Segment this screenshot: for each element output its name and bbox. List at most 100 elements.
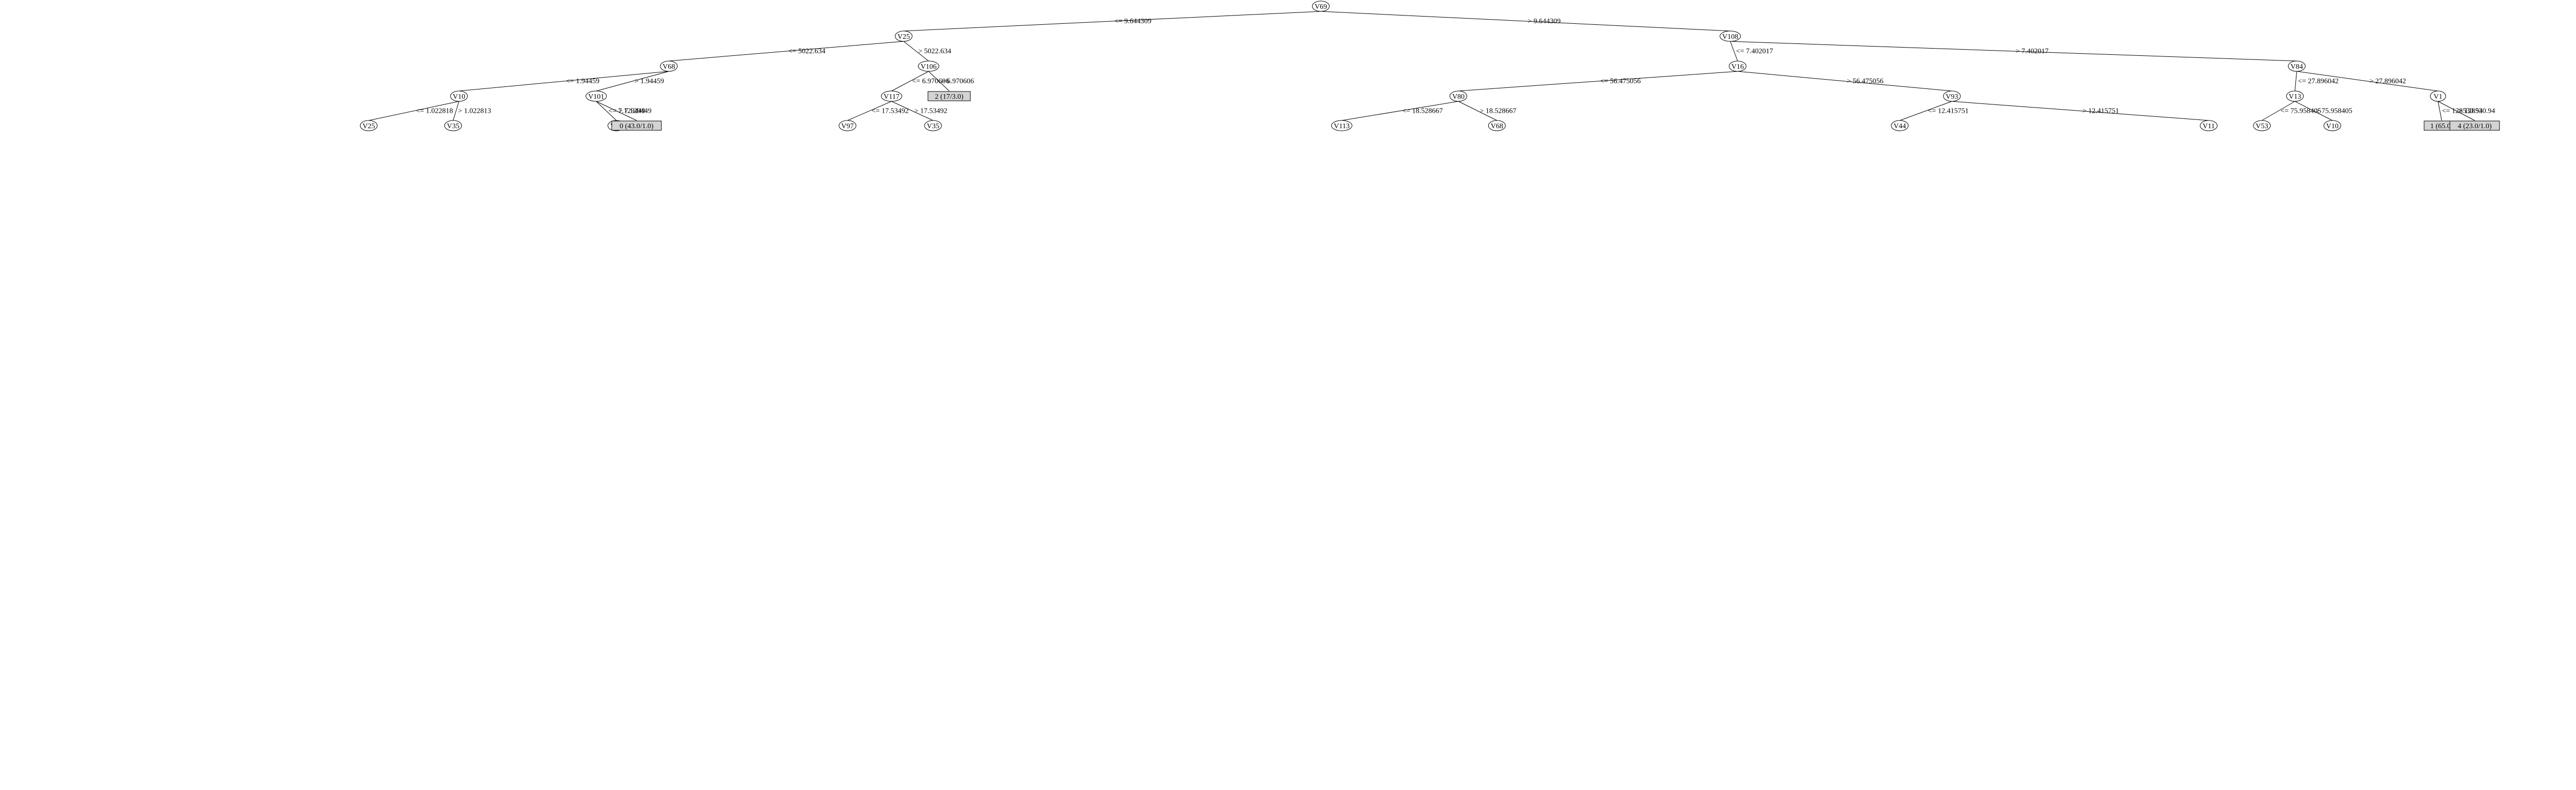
tree-edge <box>1900 101 1952 121</box>
edge-label: > 1.94459 <box>635 78 664 85</box>
tree-edge <box>596 71 669 92</box>
split-node: V108 <box>1719 31 1741 42</box>
node-label: V108 <box>1722 33 1738 41</box>
split-node: V10 <box>450 90 468 102</box>
split-ellipse <box>2323 120 2341 131</box>
split-ellipse <box>444 120 462 131</box>
split-ellipse <box>2430 90 2446 102</box>
split-ellipse <box>918 60 939 72</box>
split-node: V25 <box>360 120 378 131</box>
node-label: 4 (23.0/1.0) <box>2458 123 2492 130</box>
split-node: V68 <box>1488 120 1506 131</box>
edge-label: <= 27.896042 <box>2298 78 2339 85</box>
split-ellipse <box>1488 120 1506 131</box>
split-node: V35 <box>924 120 942 131</box>
edge-label: > 56.475056 <box>1847 78 1884 85</box>
edge-label: > 6.970606 <box>941 78 974 85</box>
split-ellipse <box>2253 120 2271 131</box>
split-ellipse <box>585 90 607 102</box>
tree-edge <box>2294 71 2297 92</box>
leaf-box <box>2449 120 2500 131</box>
split-node: V16 <box>1729 60 1747 72</box>
edge-label: <= 7.402017 <box>1736 48 1773 55</box>
tree-edge <box>2261 101 2295 121</box>
split-ellipse <box>2200 120 2218 131</box>
split-ellipse <box>1943 90 1961 102</box>
tree-edge <box>2296 71 2439 92</box>
edges-layer: <= 9.644309> 9.644309<= 5022.634> 5022.6… <box>368 11 2495 121</box>
node-label: V113 <box>1334 123 1350 130</box>
edge-label: > 12.415751 <box>2083 108 2119 115</box>
node-label: V106 <box>920 63 936 71</box>
split-node: V84 <box>2288 60 2306 72</box>
edge-label: > 7.402017 <box>2015 48 2048 55</box>
tree-edge <box>891 71 929 92</box>
split-node: V35 <box>444 120 462 131</box>
leaf-node: 0 (43.0/1.0) <box>611 120 662 131</box>
split-ellipse <box>1449 90 1468 102</box>
split-node: V117 <box>881 90 902 102</box>
split-node: V68 <box>660 60 678 72</box>
split-node: V11 <box>2200 120 2218 131</box>
node-label: V16 <box>1731 63 1744 71</box>
node-label: V101 <box>588 93 604 101</box>
split-ellipse <box>1729 60 1747 72</box>
edge-label: <= 5022.634 <box>789 48 826 55</box>
edge-label: <= 7.129449 <box>608 108 645 115</box>
tree-edge <box>903 11 1321 32</box>
node-label: V25 <box>898 33 910 41</box>
split-ellipse <box>2288 60 2306 72</box>
tree-edge <box>459 71 669 92</box>
leaf-node: 4 (23.0/1.0) <box>2449 120 2500 131</box>
edge-label: > 18.528667 <box>1480 108 1517 115</box>
tree-edge <box>1952 101 2209 121</box>
split-node: V113 <box>1331 120 1352 131</box>
tree-edge <box>453 101 459 121</box>
tree-edge <box>847 101 892 121</box>
edge-label: > 75.958405 <box>2316 108 2352 115</box>
edge-label: > 27.896042 <box>2369 78 2406 85</box>
split-ellipse <box>2286 90 2304 102</box>
split-ellipse <box>1312 1 1330 12</box>
tree-edge <box>891 101 933 121</box>
tree-edge <box>368 101 459 121</box>
edge-label: <= 9.644309 <box>1114 18 1151 25</box>
node-label: V11 <box>2202 123 2215 130</box>
split-ellipse <box>1719 31 1741 42</box>
split-ellipse <box>1891 120 1909 131</box>
leaf-box <box>928 91 971 101</box>
edge-label: <= 1.94459 <box>566 78 599 85</box>
node-label: V35 <box>927 123 939 130</box>
node-label: V93 <box>1946 93 1958 101</box>
split-node: V80 <box>1449 90 1468 102</box>
node-label: V68 <box>1491 123 1503 130</box>
edge-label: <= 18.528667 <box>1402 108 1443 115</box>
split-node: V1 <box>2430 90 2446 102</box>
tree-edge <box>1458 101 1498 121</box>
tree-edge <box>928 71 950 92</box>
tree-edge <box>596 101 617 121</box>
split-node: V106 <box>918 60 939 72</box>
node-label: V1 <box>2433 93 2442 101</box>
edge-label: > 7.129449 <box>619 108 652 115</box>
node-label: 0 (43.0/1.0) <box>620 123 654 130</box>
edge-label: > 17.53492 <box>914 108 947 115</box>
node-label: V44 <box>1893 123 1906 130</box>
node-label: V13 <box>2289 93 2301 101</box>
split-node: V101 <box>585 90 607 102</box>
split-ellipse <box>839 120 857 131</box>
split-node: V53 <box>2253 120 2271 131</box>
node-label: 2 (17/3.0) <box>935 93 964 101</box>
split-ellipse <box>894 31 913 42</box>
split-ellipse <box>360 120 378 131</box>
edge-label: <= 6.970606 <box>912 78 949 85</box>
tree-edge <box>903 41 929 62</box>
edge-label: <= 75.958405 <box>2280 108 2321 115</box>
node-label: V35 <box>447 123 459 130</box>
tree-edge <box>1730 41 1738 62</box>
tree-edge <box>1730 41 2297 62</box>
leaf-box <box>611 120 662 131</box>
